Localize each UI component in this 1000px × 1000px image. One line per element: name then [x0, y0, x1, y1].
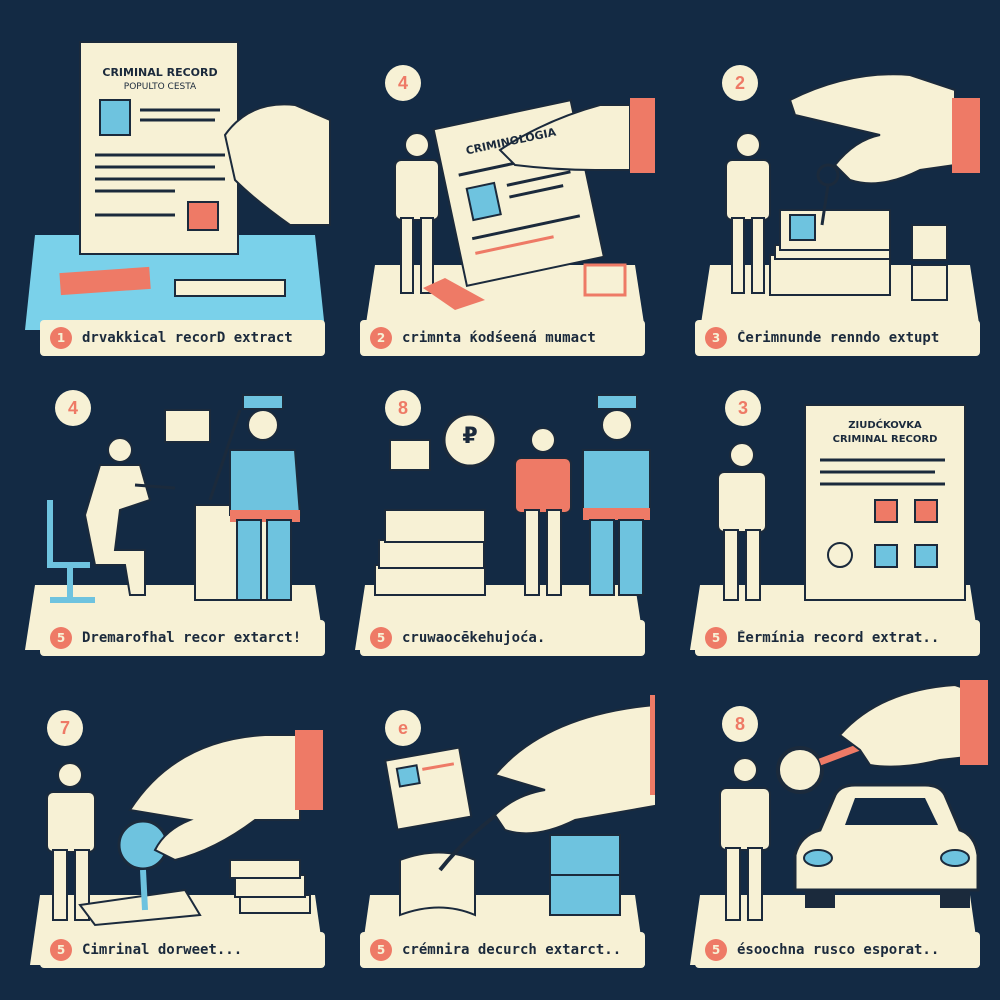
panel-4-illustration	[25, 394, 325, 650]
document-subtitle: POPULTO CESTA	[123, 82, 197, 92]
person-figure	[719, 757, 771, 921]
document-title: CRIMINAL RECORD	[102, 66, 218, 79]
caption-text: Čerimnunde renndo extupt	[737, 330, 940, 346]
panel-1-illustration	[25, 41, 331, 330]
caption-bar: 3 Čerimnunde renndo extupt	[695, 320, 980, 356]
caption-bar: 5 cruwaocēkehujoća.	[360, 620, 645, 656]
caption-text: ésoochna rusco esporat..	[737, 942, 940, 958]
caption-text: Cimrinal dorweet...	[82, 942, 243, 958]
paper-stack	[769, 209, 891, 296]
step-badge: 3	[725, 390, 761, 426]
caption-bar: 5 crémnira decurch extarct..	[360, 932, 645, 968]
paper-stack	[374, 509, 486, 596]
caption-number: 5	[370, 939, 392, 961]
small-document	[384, 746, 473, 831]
caption-bar: 5 Ěermínia record extrat..	[695, 620, 980, 656]
caption-bar: 2 crimnta ќodśeená mumact	[360, 320, 645, 356]
caption-bar: 5 Dremarofhal recor extarct!	[40, 620, 325, 656]
open-book	[399, 851, 476, 917]
panel-2-illustration	[365, 98, 655, 330]
caption-number: 3	[705, 327, 727, 349]
document-title-2: CRIMINAL RECORD	[832, 434, 938, 445]
office-chair	[47, 500, 95, 603]
panel-4: 4	[25, 350, 335, 670]
panel-5: 8 ₽	[345, 350, 655, 670]
caption-number: 5	[370, 627, 392, 649]
step-badge: 4	[55, 390, 91, 426]
caption-number: 1	[50, 327, 72, 349]
caption-number: 5	[705, 627, 727, 649]
caption-number: 5	[50, 939, 72, 961]
desk-worker	[83, 437, 176, 596]
caption-bar: 1 drvakkical recorD extract	[40, 320, 325, 356]
panel-3-illustration	[700, 73, 980, 330]
step-badge: 4	[385, 65, 421, 101]
caption-text: crémnira decurch extarct..	[402, 942, 622, 958]
caption-text: Dremarofhal recor extarct!	[82, 630, 302, 646]
cabinet	[549, 834, 621, 916]
caption-number: 5	[705, 939, 727, 961]
person-figure	[514, 427, 572, 596]
caption-bar: 5 Cimrinal dorweet...	[40, 932, 325, 968]
coin-symbol: ₽	[462, 424, 478, 449]
panel-8: e 5 crémnira decurch extarct..	[345, 680, 655, 1000]
panel-3: 2 3 Čerimnunde renndo extupt	[680, 30, 990, 356]
person-figure	[394, 132, 440, 294]
caption-number: 2	[370, 327, 392, 349]
panel-1: CRIMINAL RECORD POPULTO CESTA 1 drvakkic…	[25, 30, 335, 356]
caption-number: 5	[50, 627, 72, 649]
coin-icon	[442, 412, 498, 468]
person-figure	[725, 132, 771, 294]
panel-9: 8 5 ésoochna rusco esporat..	[680, 680, 990, 1000]
person-figure	[717, 442, 767, 601]
caption-text: drvakkical recorD extract	[82, 330, 293, 346]
panel-6: 3 ZIUDĆKOVKA CRIMINAL RECORD 5 Ěermínia …	[680, 350, 990, 670]
panel-2: 4 CRIMINOLOGIA 2	[345, 30, 655, 356]
step-badge: 8	[385, 390, 421, 426]
magnifier-icon	[776, 746, 824, 794]
person-figure	[46, 762, 96, 921]
caption-text: Ěermínia record extrat..	[737, 630, 940, 646]
car-icon	[793, 783, 980, 908]
step-badge: 7	[47, 710, 83, 746]
caption-bar: 5 ésoochna rusco esporat..	[695, 932, 980, 968]
panel-7: 7 5 Cimrinal dorweet...	[25, 680, 335, 1000]
step-badge: 8	[722, 706, 758, 742]
document-title: ZIUDĆKOVKA	[848, 420, 922, 431]
step-badge: e	[385, 710, 421, 746]
police-officer	[229, 394, 302, 601]
caption-text: crimnta ќodśeená mumact	[402, 330, 596, 346]
police-officer	[582, 394, 651, 596]
caption-text: cruwaocēkehujoća.	[402, 630, 546, 646]
step-badge: 2	[722, 65, 758, 101]
